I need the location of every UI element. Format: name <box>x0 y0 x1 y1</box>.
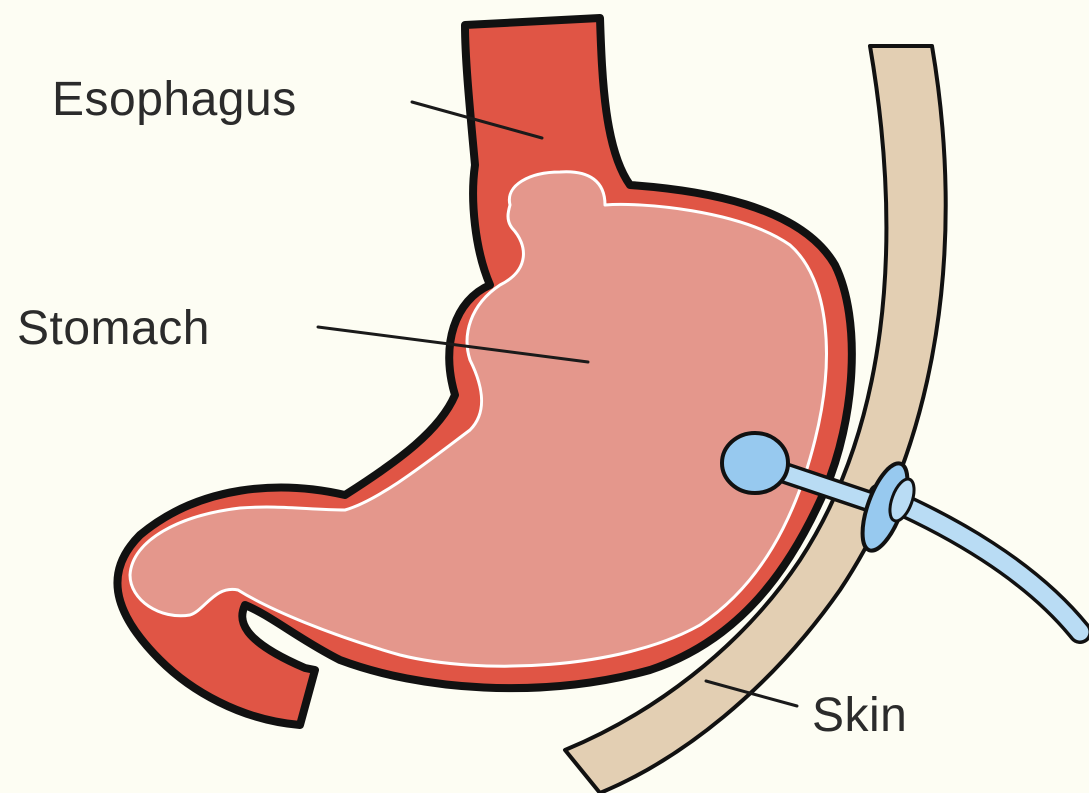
stomach-label: Stomach <box>17 302 210 355</box>
skin-label: Skin <box>812 689 907 742</box>
esophagus-label: Esophagus <box>52 73 297 126</box>
